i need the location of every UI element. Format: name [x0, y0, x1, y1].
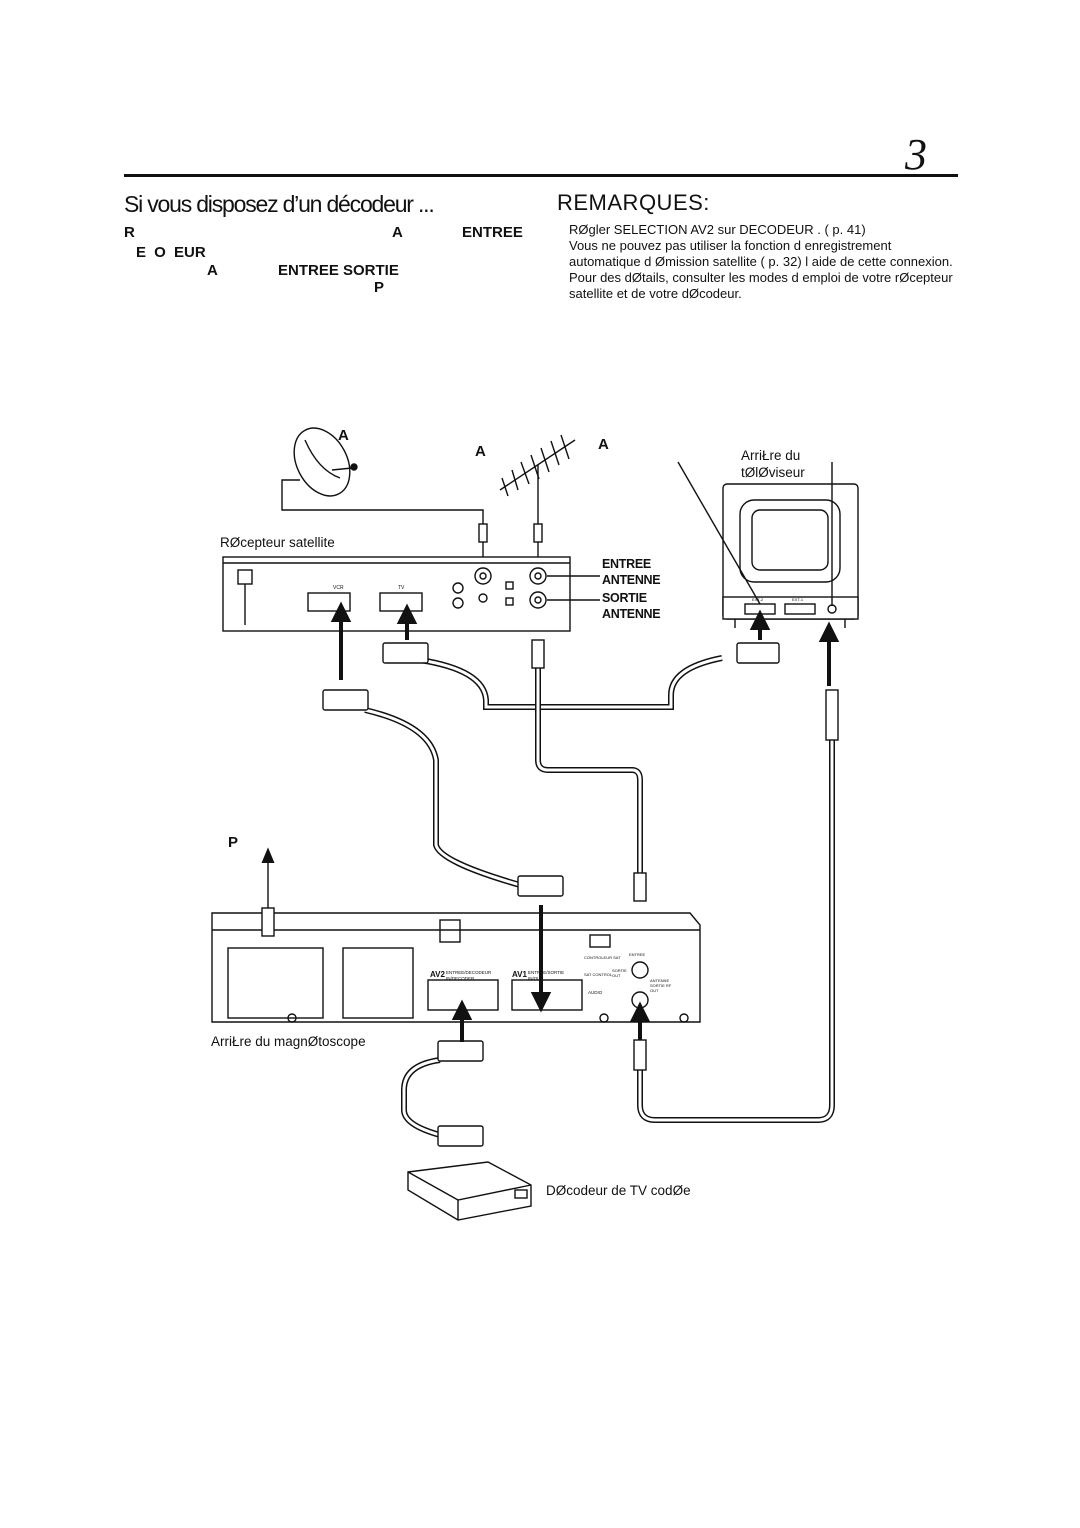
tv-back-label: tØlØviseur: [741, 465, 805, 480]
diagram-marker-a: A: [475, 443, 486, 460]
instruction-fragment-entree: ENTREE: [462, 224, 523, 241]
satellite-receiver-label: RØcepteur satellite: [220, 535, 335, 550]
vcr-sat-control-label: SAT CONTROL: [584, 972, 613, 977]
diagram-marker-a: A: [598, 436, 609, 453]
remarks-list: RØgler SELECTION AV2 sur DECODEUR . ( p.…: [569, 222, 961, 302]
header-rule: [124, 174, 958, 177]
receiver-port-tv-label: TV: [398, 585, 405, 591]
vcr-av1-text: ENTREE/SORTIE IN/OUT: [528, 970, 565, 981]
remark-item: RØgler SELECTION AV2 sur DECODEUR . ( p.…: [569, 222, 866, 237]
antenne-label: ANTENNE: [602, 607, 661, 621]
vcr-back-label: ArriŁre du magnØtoscope: [211, 1034, 366, 1049]
diagram-marker-a: A: [338, 427, 349, 444]
vcr-av1-label: AV1: [512, 970, 527, 979]
instruction-fragment-entree-sortie: ENTREE SORTIE: [278, 262, 399, 279]
satellite-dish-icon: [281, 427, 484, 525]
vcr-entree-label: ENTREE: [629, 952, 646, 957]
vcr-av2-text: ENTREE/DECODEUR IN/DECODER: [446, 970, 492, 981]
instruction-fragment-a1: A: [392, 224, 403, 241]
instruction-fragment-r: R: [124, 224, 135, 241]
receiver-port-vcr-label: VCR: [333, 585, 344, 591]
remarks-title: REMARQUES:: [557, 190, 710, 215]
vcr-sortie-label: SORTIE OUT: [612, 968, 627, 978]
television-back: [677, 461, 859, 628]
decoder-box: [407, 1161, 532, 1221]
remark-item: Vous ne pouvez pas utiliser la fonction …: [569, 238, 953, 269]
section-title: Si vous disposez d’un décodeur ...: [124, 191, 435, 217]
decoder-label: DØcodeur de TV codØe: [546, 1183, 691, 1198]
vcr-audio-label: AUDIO: [588, 990, 603, 995]
instruction-fragment-decodeur: E O EUR: [136, 244, 206, 261]
vcr-antenne-label: ANTENNE SORTIE RF OUT: [650, 978, 672, 993]
entree-label: ENTREE: [602, 557, 651, 571]
diagram-marker-p: P: [228, 834, 239, 851]
tv-port-ext2-label: EXT-2: [752, 597, 764, 602]
tv-back-label: ArriŁre du: [741, 448, 801, 463]
antenne-label: ANTENNE: [602, 573, 661, 587]
instruction-fragment-a2: A: [207, 262, 218, 279]
page-number: 3: [905, 130, 927, 179]
tv-port-ext1-label: EXT-1: [792, 597, 804, 602]
remark-item: Pour des dØtails, consulter les modes d …: [569, 270, 953, 301]
antenna-icon: [499, 434, 576, 525]
vcr-sat-controller-label: CONTROLEUR SAT: [584, 955, 621, 960]
instruction-fragment-p: P: [374, 279, 385, 296]
sortie-label: SORTIE: [602, 591, 647, 605]
vcr-av2-label: AV2: [430, 970, 445, 979]
vcr-back: [211, 860, 701, 1023]
